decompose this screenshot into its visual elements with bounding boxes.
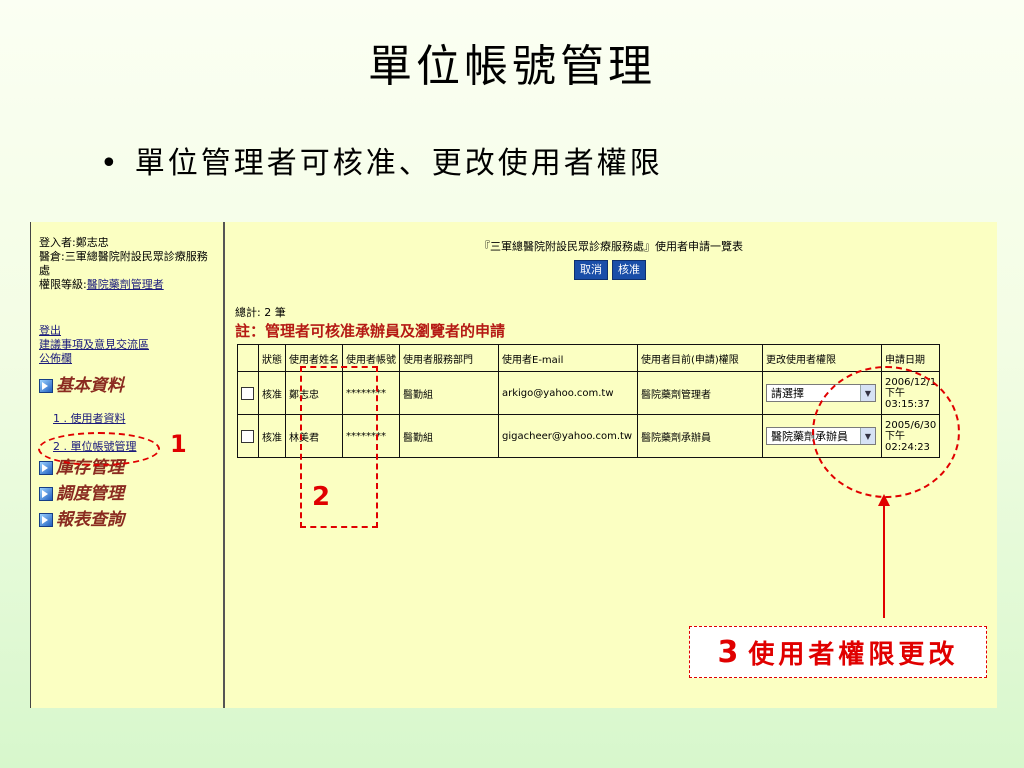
menu-basic-data[interactable]: 基本資料 <box>39 376 124 396</box>
sidebar-links: 登出 建議事項及意見交流區 公佈欄 <box>39 324 219 366</box>
menu-toggle-icon <box>39 461 53 475</box>
menu-toggle-icon <box>39 487 53 501</box>
feedback-link[interactable]: 建議事項及意見交流區 <box>39 338 149 351</box>
annotation-arrow-line <box>883 504 885 618</box>
menu-label: 報表查詢 <box>56 510 124 530</box>
row-select-cell <box>237 371 259 415</box>
menu-toggle-icon <box>39 379 53 393</box>
column-header: 使用者目前(申請)權限 <box>637 344 763 372</box>
bullet-text: 單位管理者可核准、更改使用者權限 <box>134 146 663 181</box>
slide-title: 單位帳號管理 <box>368 41 656 92</box>
sub-item-user-data[interactable]: 1 . 使用者資料 <box>53 412 126 426</box>
status-cell: 核准 <box>258 371 286 415</box>
cancel-button[interactable]: 取消 <box>574 260 608 280</box>
annotation-ellipse-3 <box>812 366 960 498</box>
note-text: 註：管理者可核准承辦員及瀏覽者的申請 <box>235 322 506 340</box>
annotation-callout-3: 3 使用者權限更改 <box>689 626 987 678</box>
login-user: 登入者:鄭志忠 <box>39 236 109 249</box>
action-buttons: 取消 核准 <box>574 260 646 280</box>
unit-name: 醫倉:三軍總醫院附設民眾診療服務處 <box>39 250 208 277</box>
row-checkbox[interactable] <box>241 429 254 443</box>
logout-link[interactable]: 登出 <box>39 324 61 337</box>
department-cell: 醫勤組 <box>399 371 499 415</box>
column-header: 使用者服務部門 <box>399 344 499 372</box>
callout-text: 使用者權限更改 <box>748 639 959 670</box>
name-cell: 林美君 <box>285 414 343 458</box>
annotation-label-2: 2 <box>312 482 331 512</box>
menu-dispatch[interactable]: 調度管理 <box>39 484 124 504</box>
arrow-up-icon <box>878 494 890 506</box>
role-line: 權限等級:醫院藥劑管理者 <box>39 278 217 292</box>
column-header: 狀態 <box>258 344 286 372</box>
role-prefix: 權限等級: <box>39 278 87 291</box>
menu-label: 基本資料 <box>56 376 124 396</box>
role-link[interactable]: 醫院藥劑管理者 <box>86 278 164 291</box>
annotation-box-2 <box>300 366 378 528</box>
column-header: 更改使用者權限 <box>762 344 882 372</box>
callout-number: 3 <box>717 634 739 670</box>
role-select-value: 請選擇 <box>771 387 804 400</box>
bullet-dot: • <box>100 146 121 181</box>
user-info: 登入者:鄭志忠 醫倉:三軍總醫院附設民眾診療服務處 權限等級:醫院藥劑管理者 <box>39 236 217 292</box>
email-cell: arkigo@yahoo.com.tw <box>498 371 638 415</box>
row-select-cell <box>237 414 259 458</box>
board-link[interactable]: 公佈欄 <box>39 352 72 365</box>
account-cell: ******** <box>342 371 400 415</box>
menu-label: 調度管理 <box>56 484 124 504</box>
total-count: 總計: 2 筆 <box>235 306 286 319</box>
menu-toggle-icon <box>39 513 53 527</box>
column-header: 使用者E-mail <box>498 344 638 372</box>
table-title: 『三軍總醫院附設民眾診療服務處』使用者申請一覽表 <box>479 240 743 253</box>
sub-item-label[interactable]: 1 . 使用者資料 <box>53 412 126 425</box>
bullet-point: • 單位管理者可核准、更改使用者權限 <box>100 138 663 182</box>
current-role-cell: 醫院藥劑管理者 <box>637 371 763 415</box>
column-header: 申請日期 <box>880 344 941 372</box>
menu-reports[interactable]: 報表查詢 <box>39 510 124 530</box>
status-cell: 核准 <box>258 414 286 458</box>
sidebar: 登入者:鄭志忠 醫倉:三軍總醫院附設民眾診療服務處 權限等級:醫院藥劑管理者 登… <box>31 222 225 708</box>
annotation-ellipse-1 <box>38 432 160 466</box>
current-role-cell: 醫院藥劑承辦員 <box>637 414 763 458</box>
row-checkbox[interactable] <box>241 386 254 400</box>
approve-button[interactable]: 核准 <box>612 260 646 280</box>
annotation-label-1: 1 <box>170 430 187 458</box>
department-cell: 醫勤組 <box>399 414 499 458</box>
email-cell: gigacheer@yahoo.com.tw <box>498 414 638 458</box>
column-header-select <box>237 344 259 372</box>
